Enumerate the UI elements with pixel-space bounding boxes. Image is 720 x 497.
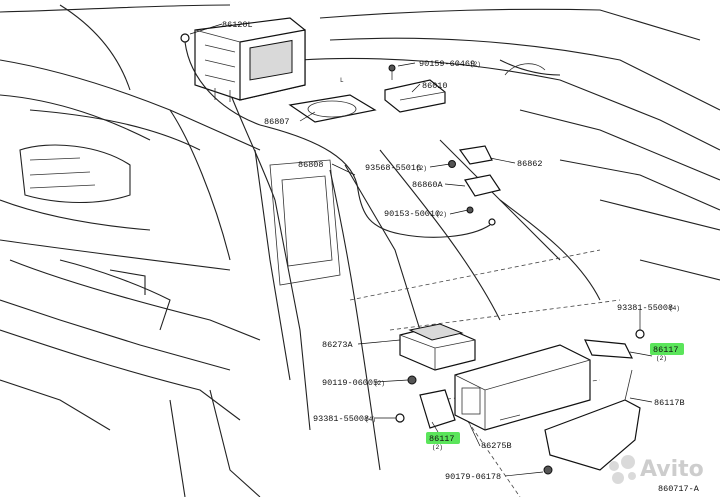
mounting-bracket <box>395 375 456 429</box>
label-86860A: 86860A <box>412 180 444 190</box>
label-86010: 86010 <box>422 81 448 91</box>
label-90153-qty: (2) <box>436 211 447 218</box>
avito-dots-icon <box>609 455 636 484</box>
tuner-box <box>399 323 476 371</box>
label-86117-right: 86117 <box>653 345 679 355</box>
label-86808: 86808 <box>298 160 324 170</box>
cd-changer <box>454 344 591 431</box>
label-90159-60469: 90159-60469 <box>419 59 475 69</box>
label-90119-06005: 90119-06005 <box>322 378 378 388</box>
label-86120L: 86120L <box>222 20 253 30</box>
navigation-head-unit <box>180 17 306 126</box>
label-90179-06178: 90179-06178 <box>445 472 501 482</box>
label-86117-bottom: 86117 <box>429 434 455 444</box>
antenna-amplifier <box>384 64 446 113</box>
label-86807: 86807 <box>264 117 290 127</box>
side-bracket <box>584 329 645 359</box>
label-93381-left-qty: (4) <box>365 416 376 423</box>
lower-bracket <box>543 369 641 475</box>
cable-connector-icon <box>488 218 496 226</box>
label-86273A: 86273A <box>322 340 354 350</box>
label-90153-50010: 90153-50010 <box>384 209 440 219</box>
dashboard-outline <box>0 4 720 497</box>
label-90159-qty: (2) <box>470 61 481 68</box>
label-86117-bottom-qty: (2) <box>432 444 443 451</box>
gps-receiver-module <box>464 174 501 214</box>
label-90119-qty: (2) <box>374 380 385 387</box>
avito-watermark: Avito <box>609 455 704 484</box>
leader-lines <box>189 23 653 477</box>
label-L: L <box>340 77 344 84</box>
watermark-text: Avito <box>640 457 704 482</box>
label-86117B: 86117B <box>654 398 685 408</box>
figure-id: 860717-A <box>658 484 700 494</box>
label-93568-55016: 93568-55016 <box>365 163 421 173</box>
label-93381-55008-right: 93381-55008 <box>617 303 673 313</box>
label-86275B: 86275B <box>481 441 512 451</box>
label-86862: 86862 <box>517 159 543 169</box>
highlight-86117-right <box>650 343 684 355</box>
label-93381-right-qty: (4) <box>669 305 680 312</box>
highlight-86117-bottom <box>426 432 460 444</box>
label-93381-55008-left: 93381-55008 <box>313 414 369 424</box>
speaker-grille <box>288 94 377 123</box>
label-93568-qty: (2) <box>416 165 427 172</box>
label-86117-right-qty: (2) <box>656 355 667 362</box>
antenna-cable <box>259 124 491 238</box>
bracket <box>448 145 493 168</box>
